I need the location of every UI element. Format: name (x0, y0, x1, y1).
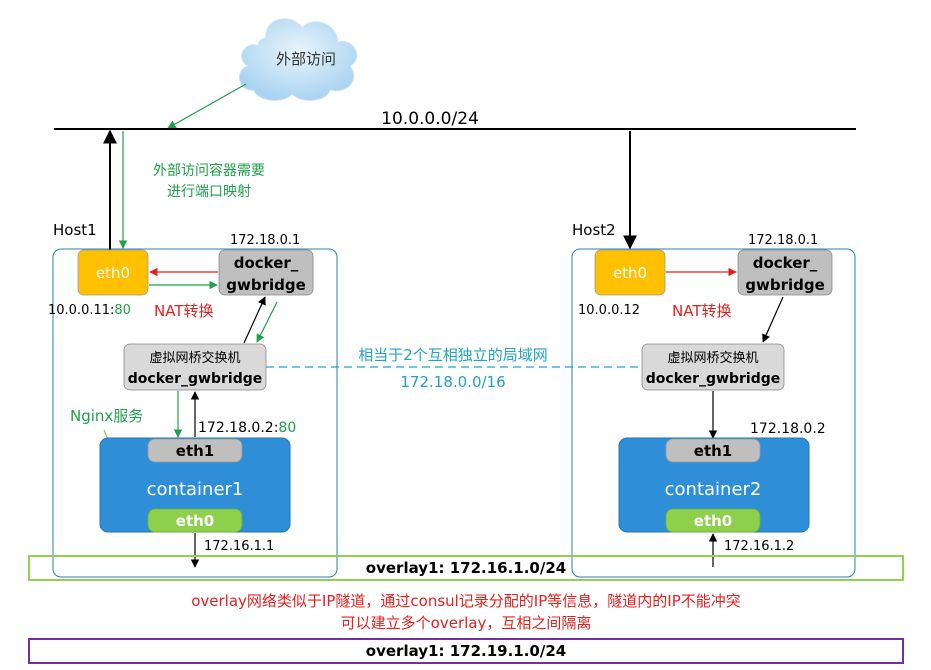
host2-bridge-line1: docker_ (753, 254, 818, 272)
overlay2-label: overlay1: 172.19.1.0/24 (366, 642, 566, 660)
container2-eth0 (665, 508, 761, 533)
host2-nat-label: NAT转换 (672, 302, 731, 320)
host1-bridge-line2: gwbridge (226, 276, 306, 294)
host1-bridge-line1: docker_ (234, 254, 299, 272)
host1-nat-label: NAT转换 (154, 302, 213, 320)
host1-eth1-ip: 172.18.0.2:80 (198, 420, 296, 436)
host1-bridge-to-vswitch-arrow (256, 301, 278, 343)
host2-vswitch (641, 343, 785, 391)
container1-label: container1 (147, 479, 244, 500)
container2-eth1 (665, 438, 761, 463)
host1-eth1-ip-addr: 172.18.0.2: (198, 420, 278, 436)
port-mapping-note-line2: 进行端口映射 (167, 184, 251, 200)
container2-label: container2 (665, 479, 762, 500)
network-label: 10.0.0.0/24 (381, 109, 479, 129)
overlay2-bar (28, 638, 904, 664)
container1-eth1-label: eth1 (176, 442, 214, 460)
host1-vswitch-line2: docker_gwbridge (128, 371, 263, 387)
host2-vswitch-line1: 虚拟网桥交换机 (667, 350, 758, 366)
overlay1-label: overlay1: 172.16.1.0/24 (366, 559, 566, 577)
external-access-arrow (167, 83, 247, 129)
overlay-note-line2: 可以建立多个overlay，互相之间隔离 (341, 614, 592, 632)
host1-eth0-ip-addr: 10.0.0.11: (48, 303, 114, 318)
container2-overlay-ip: 172.16.1.2 (724, 539, 794, 554)
container1-overlay-ip: 172.16.1.1 (204, 539, 274, 554)
lan-note-line2: 172.18.0.0/16 (400, 373, 505, 391)
host2-title: Host2 (572, 221, 616, 239)
container1-eth0-label: eth0 (176, 512, 214, 530)
port-mapping-note-line1: 外部访问容器需要 (153, 162, 265, 179)
host2-eth1-ip: 172.18.0.2 (750, 421, 826, 437)
container2-eth1-label: eth1 (694, 442, 732, 460)
lan-note-line1: 相当于2个互相独立的局域网 (358, 346, 548, 364)
host2-eth0-ip: 10.0.0.12 (578, 303, 640, 318)
host1-vswitch-line1: 虚拟网桥交换机 (149, 350, 240, 366)
host1-vswitch-to-bridge-arrow (243, 296, 266, 344)
overlay-note-line1: overlay网络类似于IP隧道，通过consul记录分配的IP等信息，隧道内的… (191, 592, 741, 610)
host2-bridge-ip: 172.18.0.1 (748, 233, 818, 248)
cloud-label: 外部访问 (276, 50, 336, 68)
host2-docker-gwbridge (737, 249, 833, 296)
host2-eth0 (594, 249, 666, 296)
host2-eth0-label: eth0 (613, 264, 647, 282)
host1-eth0-port: 80 (114, 303, 131, 318)
host2-vswitch-line2: docker_gwbridge (646, 371, 781, 387)
host1-nginx-label: Nginx服务 (70, 407, 143, 425)
host1-docker-gwbridge (218, 249, 314, 296)
host1-eth0 (77, 249, 149, 296)
container1-eth0 (147, 508, 243, 533)
host2-bridge-to-vswitch-arrow (762, 296, 784, 343)
host1-title: Host1 (53, 221, 97, 239)
container2-eth0-label: eth0 (694, 512, 732, 530)
host1-bridge-ip: 172.18.0.1 (230, 233, 300, 248)
host1-eth1-port: 80 (278, 420, 296, 436)
host1-eth0-ip: 10.0.0.11:80 (48, 303, 131, 318)
container1-eth1 (147, 438, 243, 463)
host2-bridge-line2: gwbridge (745, 276, 825, 294)
overlay1-bar (28, 555, 904, 581)
cloud-icon (239, 18, 358, 101)
host1-eth0-label: eth0 (96, 264, 130, 282)
